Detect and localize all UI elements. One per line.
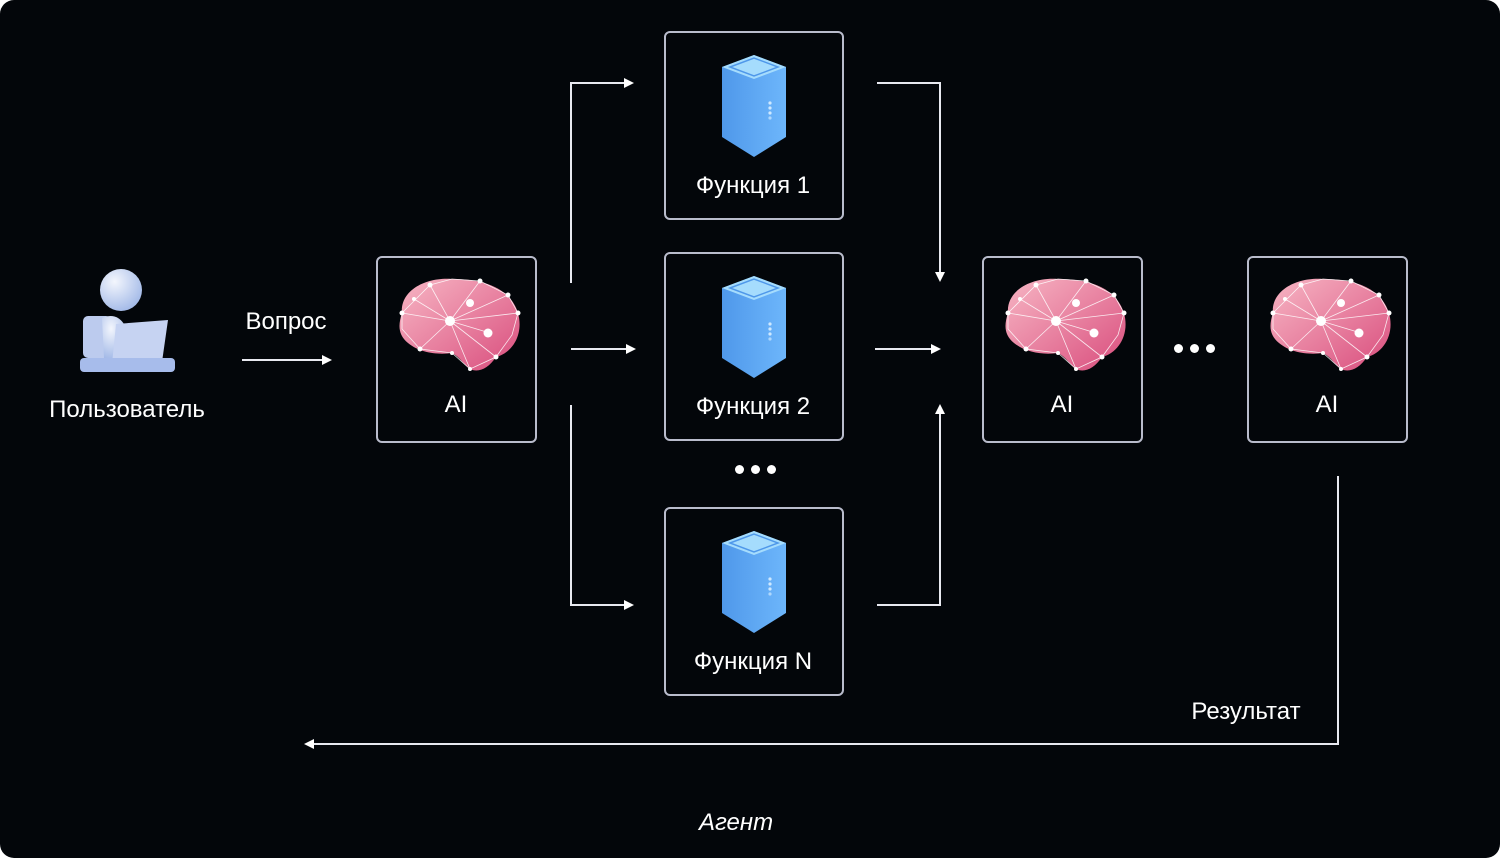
ai-node-2-label: AI [1050, 391, 1074, 418]
more-ai-ellipsis [1174, 344, 1215, 353]
ai-node-3[interactable] [1247, 256, 1408, 443]
function-node-2-label: Функция 2 [695, 393, 811, 420]
brain-icon [1005, 278, 1127, 371]
arrow-result [304, 476, 1339, 749]
function-node-1[interactable] [664, 31, 844, 220]
user-label: Пользователь [49, 396, 205, 423]
agent-caption: Агент [698, 809, 774, 836]
brain-icon [399, 278, 521, 371]
result-label: Результат [1191, 698, 1301, 725]
arrow-from-function-n [877, 404, 945, 606]
user-laptop-icon [80, 269, 175, 372]
server-icon [722, 276, 786, 378]
ai-node-1-label: AI [444, 391, 468, 418]
brain-icon [1270, 278, 1392, 371]
question-label: Вопрос [245, 308, 327, 335]
more-functions-ellipsis [735, 465, 776, 474]
function-node-n[interactable] [664, 507, 844, 696]
server-icon [722, 531, 786, 633]
arrow-from-function-1 [877, 82, 945, 282]
function-node-2[interactable] [664, 252, 844, 441]
ai-node-1[interactable] [376, 256, 537, 443]
server-icon [722, 55, 786, 157]
ai-node-3-label: AI [1315, 391, 1339, 418]
function-node-n-label: Функция N [693, 648, 813, 675]
function-node-1-label: Функция 1 [695, 172, 811, 199]
arrow-to-function-n [570, 405, 634, 610]
ai-node-2[interactable] [982, 256, 1143, 443]
arrow-to-function-1 [570, 78, 634, 283]
